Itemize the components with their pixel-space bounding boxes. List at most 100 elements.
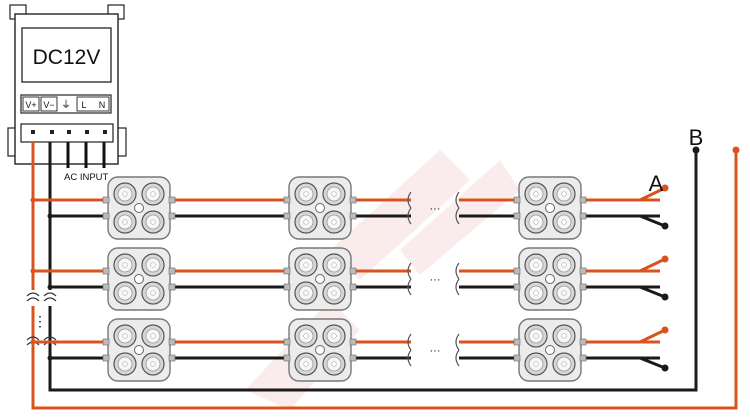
series-break-mark (455, 333, 460, 351)
led-chip (122, 333, 128, 339)
watermark (245, 150, 520, 410)
series-break-mark (455, 207, 460, 225)
row-end-lead (639, 186, 666, 202)
row-end-terminal (661, 293, 669, 301)
led-chip (331, 219, 337, 225)
led-module (513, 318, 587, 382)
row-gap-ellipsis: ⋮ (33, 313, 47, 329)
module-lead (102, 196, 110, 204)
ac-input-wires (66, 142, 106, 168)
led-chip (533, 219, 539, 225)
led-module (283, 318, 357, 382)
module-lead (513, 283, 521, 291)
bus-break-mark (26, 292, 40, 297)
led-chip (561, 333, 567, 339)
module-lead (513, 338, 521, 346)
module-lead (513, 267, 521, 275)
terminal-label-ground: ⏚ (61, 99, 71, 111)
bus-break-mark (26, 297, 40, 302)
module-lead (283, 283, 291, 291)
row-end-lead (639, 328, 666, 344)
led-module (283, 176, 357, 240)
terminal-screws (31, 130, 107, 134)
positive-bus-lower (31, 150, 738, 410)
ac-input-label: AC INPUT (64, 172, 109, 183)
led-chip (533, 361, 539, 367)
module-lead (102, 283, 110, 291)
module-row: ··· (30, 318, 669, 382)
module-lead (102, 212, 110, 220)
led-chip (561, 361, 567, 367)
mounting-hole (134, 274, 144, 284)
mounting-hole (134, 203, 144, 213)
led-chip (331, 333, 337, 339)
module-lead (513, 196, 521, 204)
module-lead (102, 338, 110, 346)
module-rows: ··· ··· ··· (30, 176, 669, 382)
voltage-label: DC12V (33, 46, 101, 69)
led-chip (561, 262, 567, 268)
terminal-labels: V+ V− ⏚ L N (22, 96, 110, 112)
module-lead (349, 212, 357, 220)
led-chip (331, 191, 337, 197)
led-chip (303, 290, 309, 296)
module-lead (579, 212, 587, 220)
led-module (513, 176, 587, 240)
led-chip (533, 191, 539, 197)
module-row: ··· (30, 247, 669, 311)
row-end-terminal (661, 184, 669, 192)
module-lead (102, 267, 110, 275)
module-lead (513, 354, 521, 362)
led-chip (533, 333, 539, 339)
module-lead (579, 196, 587, 204)
module-lead (283, 196, 291, 204)
series-break-mark (407, 207, 412, 225)
series-break-mark (455, 349, 460, 367)
series-break-mark (407, 262, 412, 280)
module-lead (283, 212, 291, 220)
led-chip (533, 262, 539, 268)
power-supply: DC12V V+ V− ⏚ L N AC INPUT (7, 4, 127, 183)
led-module (102, 176, 176, 240)
bus-break-mark (43, 292, 57, 297)
led-chip (331, 290, 337, 296)
module-lead (349, 267, 357, 275)
module-lead (513, 212, 521, 220)
bus-break-mark (43, 336, 57, 341)
module-lead (168, 212, 176, 220)
led-chip (150, 361, 156, 367)
series-break-mark (455, 191, 460, 209)
output-label-b: B (689, 125, 704, 150)
mounting-hole (315, 274, 325, 284)
terminal-label-vplus: V+ (25, 100, 36, 110)
led-chip (150, 333, 156, 339)
module-lead (283, 267, 291, 275)
series-break-mark (407, 278, 412, 296)
led-module (102, 247, 176, 311)
led-chip (122, 290, 128, 296)
led-chip (122, 191, 128, 197)
row-end-terminal (661, 364, 669, 372)
led-chip (533, 290, 539, 296)
mounting-hole (315, 345, 325, 355)
led-chip (303, 361, 309, 367)
led-chip (303, 262, 309, 268)
module-lead (168, 283, 176, 291)
module-lead (349, 354, 357, 362)
led-chip (122, 262, 128, 268)
led-chip (561, 290, 567, 296)
module-lead (283, 338, 291, 346)
bus-break-mark (26, 336, 40, 341)
module-lead (283, 354, 291, 362)
output-b-positive-terminal (732, 146, 740, 154)
led-chip (561, 219, 567, 225)
row-end-lead (639, 356, 666, 370)
junction-dot (47, 355, 53, 361)
mounting-hole (134, 345, 144, 355)
module-row: ··· (30, 176, 669, 240)
row-end-terminal (661, 255, 669, 263)
led-chip (122, 219, 128, 225)
module-lead (168, 338, 176, 346)
module-lead (168, 267, 176, 275)
